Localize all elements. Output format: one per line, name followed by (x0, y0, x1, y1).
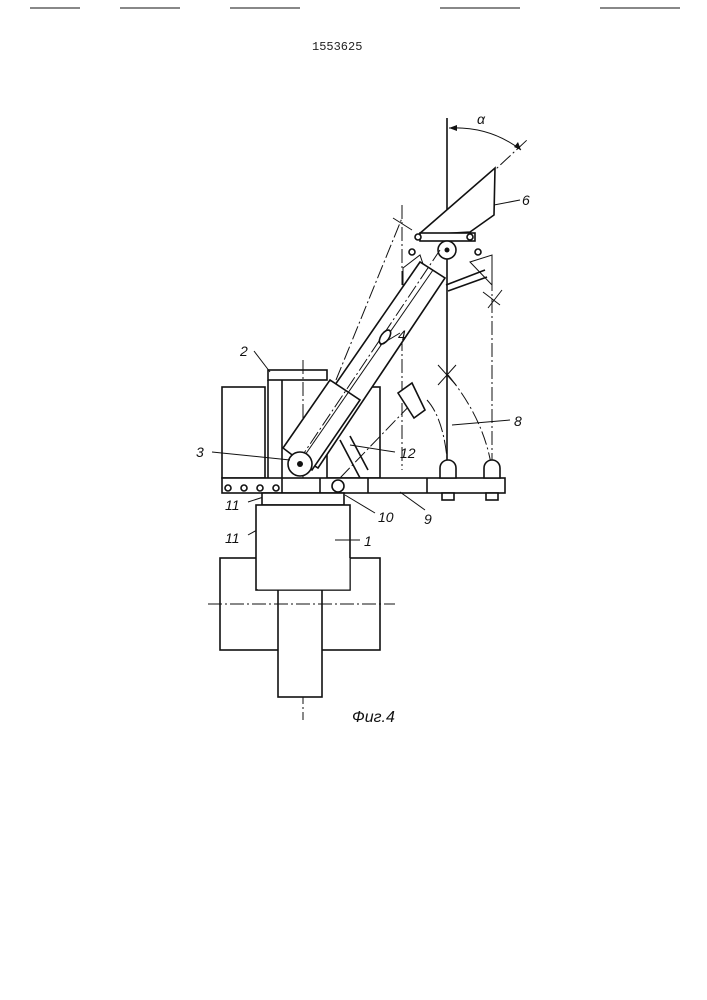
label-2: 2 (239, 343, 248, 359)
label-9: 9 (424, 511, 432, 527)
label-8: 8 (514, 413, 522, 429)
patent-number: 1553625 (312, 40, 362, 54)
label-12: 12 (400, 445, 416, 461)
label-11-lower: 11 (225, 530, 240, 546)
figure-caption: Фиг.4 (352, 709, 395, 726)
label-11-upper: 11 (225, 497, 240, 513)
label-4: 4 (398, 327, 406, 343)
angle-label: α (477, 111, 486, 127)
cross-mark (488, 290, 502, 308)
label-1: 1 (364, 533, 372, 549)
label-3: 3 (196, 444, 204, 460)
arc-path (427, 400, 448, 470)
label-6: 6 (522, 192, 530, 208)
label-10: 10 (378, 509, 394, 525)
vehicle: 1 (208, 493, 395, 697)
